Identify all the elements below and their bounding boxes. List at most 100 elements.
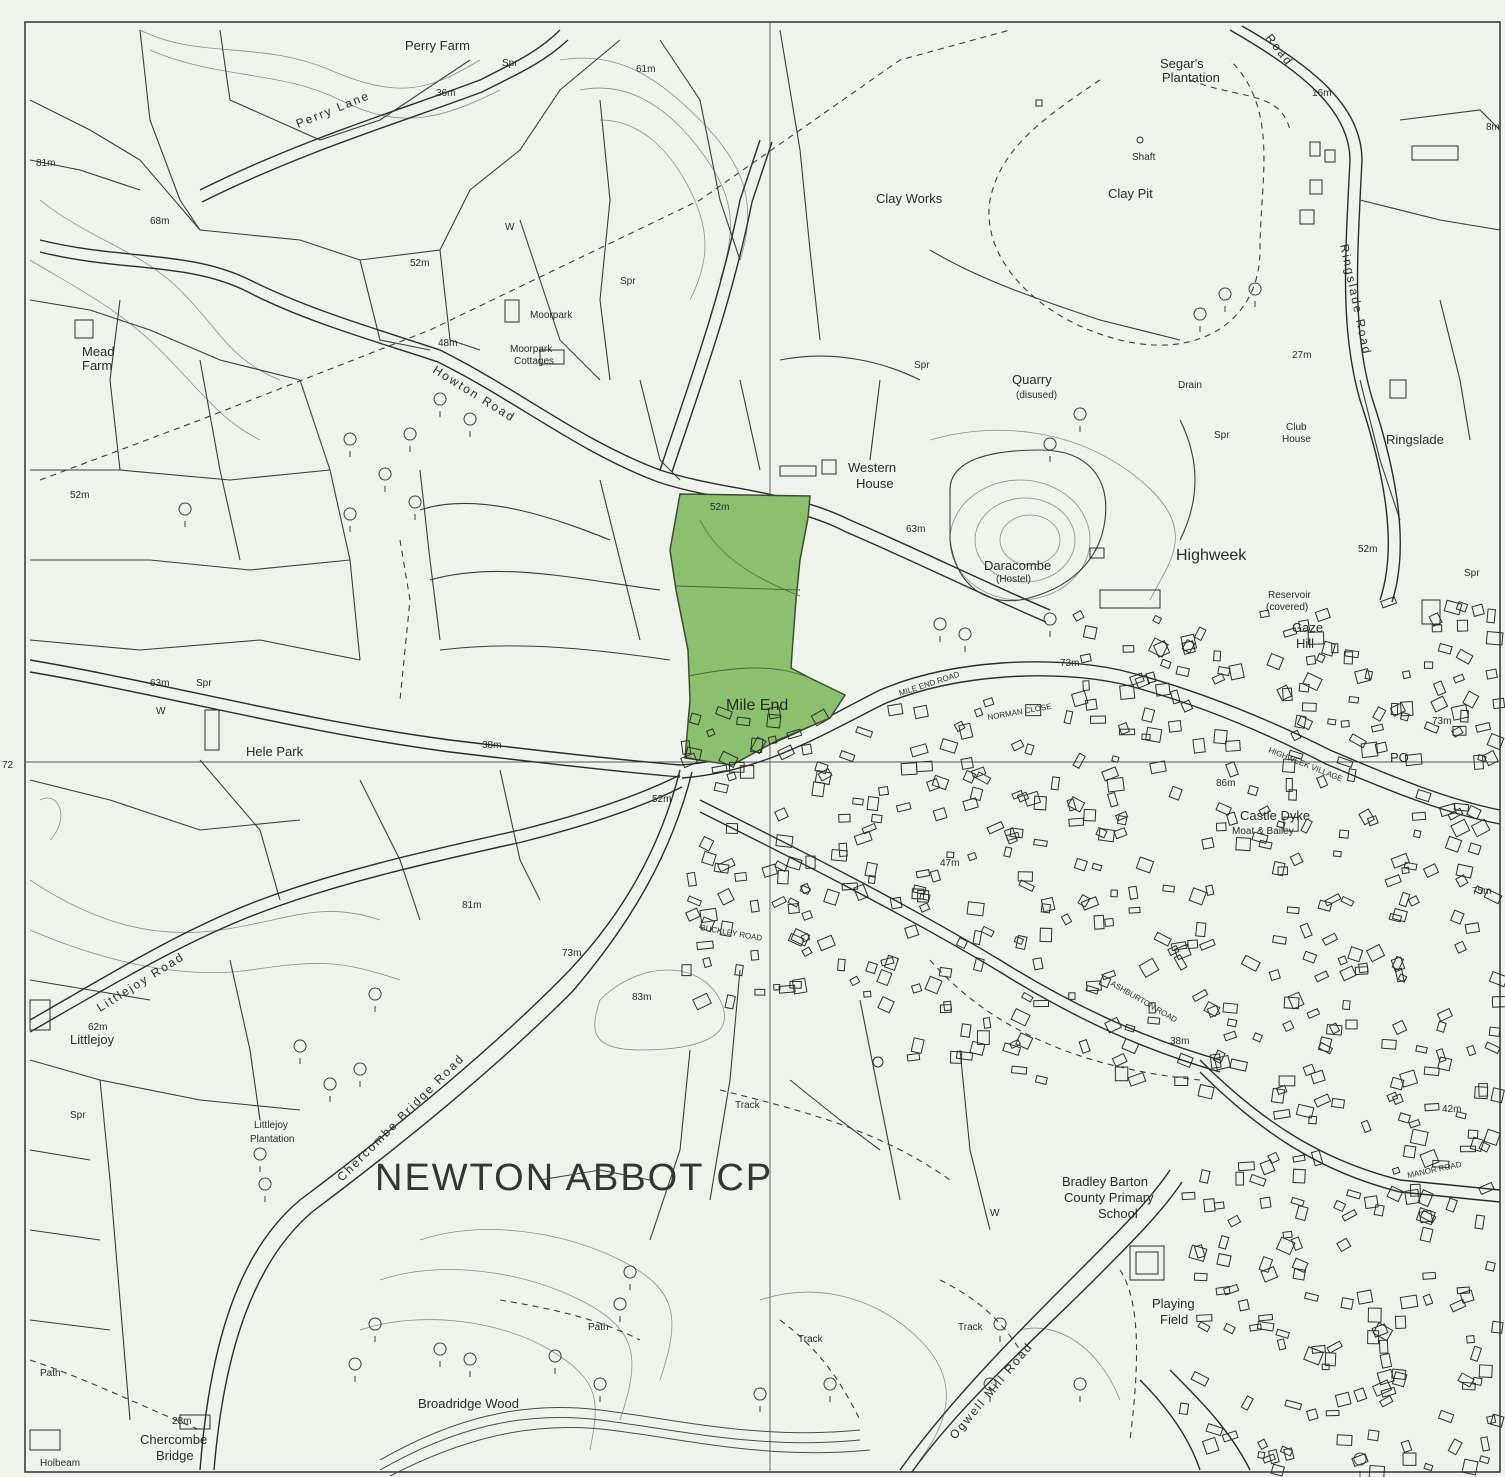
- building: [1360, 741, 1379, 759]
- building: [1301, 702, 1317, 712]
- building: [1431, 624, 1443, 633]
- building: [1298, 619, 1311, 633]
- building: [1284, 1399, 1303, 1411]
- building: [1181, 639, 1196, 654]
- building: [1367, 1307, 1382, 1323]
- building: [1213, 650, 1222, 662]
- spot-height-63a: 63m: [906, 524, 925, 535]
- building: [1257, 1451, 1266, 1459]
- building: [1305, 1408, 1319, 1422]
- building: [1104, 917, 1115, 927]
- building: [830, 848, 848, 862]
- building: [1040, 896, 1056, 913]
- label-path-2: Path: [40, 1368, 61, 1379]
- building: [1192, 737, 1206, 754]
- label-daracombe-2: (Hostel): [996, 574, 1031, 585]
- building: [1298, 682, 1310, 693]
- building: [1180, 633, 1198, 652]
- building: [1331, 643, 1339, 654]
- building: [865, 960, 879, 975]
- building: [982, 1017, 992, 1029]
- building: [1300, 818, 1313, 834]
- building: [1327, 718, 1337, 726]
- building: [1480, 1436, 1491, 1452]
- building: [1401, 866, 1410, 875]
- building: [1119, 684, 1136, 700]
- building: [810, 708, 830, 727]
- building: [1106, 776, 1125, 793]
- building: [855, 726, 874, 738]
- building: [1060, 913, 1073, 926]
- label-clay-works: Clay Works: [876, 191, 943, 206]
- spot-height-36: 36m: [436, 88, 455, 99]
- spot-height-86: 86m: [1216, 778, 1235, 789]
- building: [1078, 1039, 1091, 1054]
- building: [1017, 871, 1034, 882]
- building: [754, 988, 766, 996]
- building: [1324, 892, 1342, 907]
- building: [1340, 895, 1355, 907]
- building: [1418, 1209, 1433, 1224]
- label-po: PO: [1390, 750, 1409, 765]
- mile-end-site-parcel[interactable]: [669, 493, 847, 766]
- building: [801, 909, 813, 921]
- building: [1193, 1272, 1208, 1282]
- building: [1394, 967, 1405, 983]
- building: [1336, 1237, 1352, 1253]
- building: [1466, 1044, 1477, 1057]
- spot-height-38a: 38m: [482, 740, 501, 751]
- building: [1213, 729, 1228, 745]
- building: [939, 1004, 952, 1014]
- building: [1415, 1207, 1436, 1226]
- building: [1397, 1112, 1411, 1124]
- building: [1266, 652, 1285, 671]
- building: [1260, 1266, 1279, 1283]
- building: [1342, 999, 1351, 1011]
- building: [1290, 1196, 1305, 1207]
- building: [1077, 894, 1091, 908]
- building: [1270, 1463, 1286, 1477]
- building: [1378, 1339, 1389, 1354]
- label-reservoir-1: Reservoir: [1268, 590, 1311, 601]
- building: [880, 956, 895, 967]
- label-playing-field-1: Playing: [1152, 1296, 1195, 1311]
- building: [1310, 1149, 1324, 1167]
- spot-height-16: 16m: [1312, 88, 1331, 99]
- building: [777, 744, 796, 761]
- building: [1324, 1352, 1337, 1367]
- building: [1222, 1283, 1240, 1296]
- building: [1464, 922, 1481, 935]
- building: [960, 1023, 972, 1038]
- building: [1328, 1022, 1341, 1035]
- building: [1408, 1118, 1421, 1129]
- building: [1321, 932, 1339, 946]
- building: [1199, 1169, 1211, 1184]
- building: [1471, 603, 1485, 617]
- building: [1459, 1145, 1476, 1153]
- building: [1003, 846, 1013, 858]
- building: [1455, 1111, 1467, 1120]
- building: [1394, 1315, 1407, 1330]
- building: [849, 975, 861, 987]
- building: [1292, 1154, 1306, 1163]
- building: [1422, 1271, 1437, 1280]
- building: [1251, 831, 1269, 844]
- tree-icon: [463, 1352, 477, 1377]
- building: [1290, 1236, 1303, 1251]
- building: [702, 956, 713, 969]
- tree-icon: [1193, 307, 1207, 332]
- building: [969, 786, 984, 802]
- building: [1258, 1313, 1274, 1322]
- building: [1391, 1093, 1404, 1106]
- building: [1391, 907, 1408, 923]
- building: [1371, 1379, 1393, 1397]
- label-bradley-barton-3: School: [1098, 1206, 1138, 1221]
- building: [1484, 1260, 1496, 1272]
- building: [1091, 862, 1103, 872]
- building: [1340, 720, 1350, 728]
- building: [1302, 1063, 1316, 1077]
- building: [1275, 1328, 1290, 1339]
- spot-height-73a: 73m: [1060, 658, 1079, 669]
